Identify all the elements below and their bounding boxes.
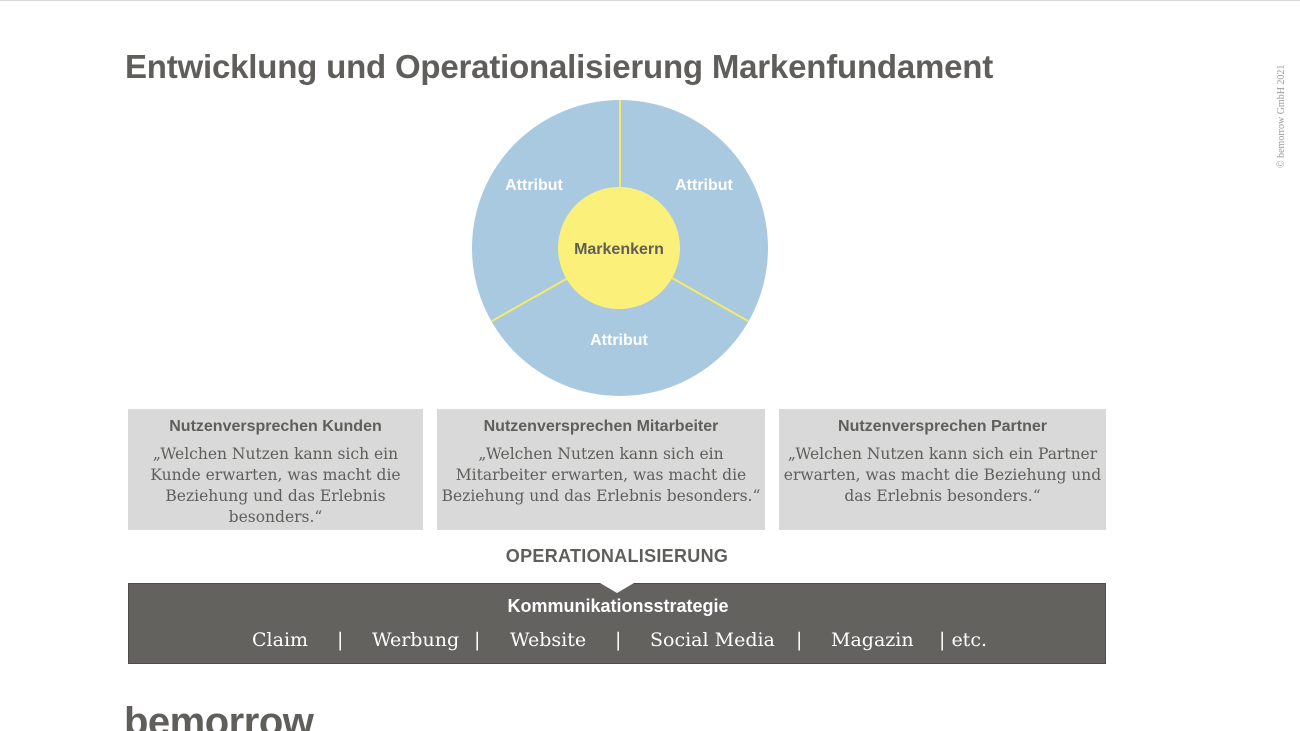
benefit-box-employees: Nutzenversprechen Mitarbeiter „Welchen N… — [437, 409, 765, 530]
bemorrow-logo: bemorrow — [124, 700, 314, 731]
benefit-box-text: „Welchen Nutzen kann sich ein Kunde erwa… — [150, 445, 401, 526]
segment-label-bottom: Attribut — [590, 332, 648, 349]
communication-strategy-bar: Kommunikationsstrategie Claim | Werbung … — [128, 583, 1106, 664]
brand-core-label: Markenkern — [574, 241, 664, 258]
strategy-notch — [600, 583, 634, 593]
operationalisierung-label: OPERATIONALISIERUNG — [505, 546, 729, 566]
channel-separator: | — [796, 629, 803, 651]
benefit-box-customers: Nutzenversprechen Kunden „Welchen Nutzen… — [128, 409, 423, 530]
channel-separator: | — [474, 629, 481, 651]
page-title: Entwicklung und Operationalisierung Mark… — [125, 48, 994, 85]
channel-separator: | — [337, 629, 344, 651]
benefit-box-title: Nutzenversprechen Partner — [838, 418, 1047, 435]
divider-line-right — [671, 277, 749, 322]
benefit-box-title: Nutzenversprechen Mitarbeiter — [483, 418, 719, 435]
channel-website: Website — [510, 629, 587, 651]
channel-etc: | etc. — [939, 629, 988, 651]
channel-werbung: Werbung — [372, 629, 460, 651]
divider-line-left — [491, 277, 569, 322]
benefit-box-partners: Nutzenversprechen Partner „Welchen Nutze… — [779, 409, 1106, 530]
brand-core-diagram: Attribut Attribut Attribut Markenkern — [470, 98, 770, 398]
channel-claim: Claim — [252, 629, 309, 651]
benefit-box-text: „Welchen Nutzen kann sich ein Mitarbeite… — [441, 445, 761, 505]
channel-magazin: Magazin — [831, 629, 914, 651]
benefit-box-text: „Welchen Nutzen kann sich ein Partner er… — [783, 445, 1102, 505]
strategy-title: Kommunikationsstrategie — [507, 596, 729, 616]
channel-separator: | — [615, 629, 622, 651]
channel-social-media: Social Media — [650, 629, 775, 651]
segment-label-right: Attribut — [675, 177, 733, 194]
segment-label-left: Attribut — [505, 177, 563, 194]
top-border-line — [0, 0, 1300, 1]
brand-core-circle — [558, 187, 680, 309]
brand-core-svg: Attribut Attribut Attribut Markenkern — [472, 100, 768, 396]
benefit-box-title: Nutzenversprechen Kunden — [169, 418, 382, 435]
copyright-notice: © bemorrow GmbH 2021 — [1276, 64, 1287, 168]
